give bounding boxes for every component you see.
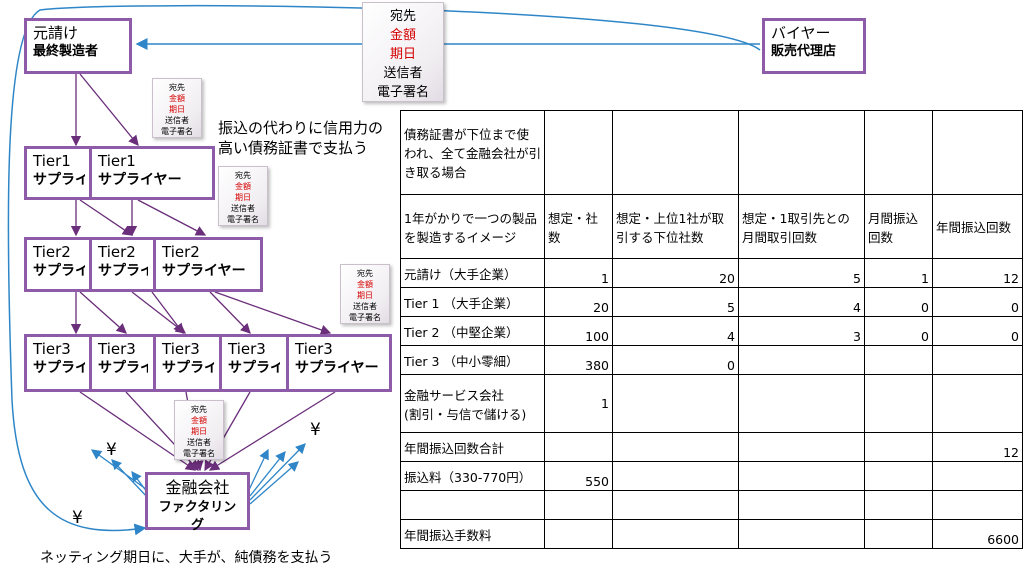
debt-certificate-small-4: 宛先 金額 期日 送信者 電子署名: [174, 400, 224, 460]
finance-company-box: 金融会社 ファクタリング: [145, 472, 250, 533]
table-header-row: 1年がかりで一つの製品を製造するイメージ 想定・社数 想定・上位1社が取引する下…: [400, 194, 1023, 259]
tier3-d-line2: サプライ: [228, 360, 280, 376]
table-caption: 債務証書が下位まで使われ、全て金融会社が引き取る場合: [400, 110, 545, 195]
table-header: 想定・上位1社が取引する下位社数: [612, 194, 739, 259]
debt-certificate-small-3: 宛先 金額 期日 送信者 電子署名: [340, 264, 390, 324]
tier3-c-line2: サプライ: [162, 360, 214, 376]
tier2-c-line2: サプライヤー: [162, 263, 246, 279]
tier1-a-line1: Tier1: [33, 152, 71, 170]
finance-line2: ファクタリング: [158, 500, 237, 533]
doc-signature: 電子署名: [376, 85, 429, 100]
tier2-box-c: Tier2 サプライヤー: [153, 237, 263, 292]
netting-note: ネッティング期日に、大手が、純債務を支払う: [40, 550, 333, 566]
tier3-a-line2: サプライ: [33, 360, 85, 376]
table-caption-row: 債務証書が下位まで使われ、全て金融会社が引き取る場合: [400, 110, 1023, 195]
tier2-box-b: Tier2 サプライ: [89, 237, 157, 292]
tier3-c-line1: Tier3: [162, 340, 200, 358]
doc-due: 期日: [389, 47, 416, 62]
debt-certificate-small-2: 宛先 金額 期日 送信者 電子署名: [218, 166, 268, 226]
table-row: 年間振込回数合計 12: [400, 432, 1023, 462]
buyer-box: バイヤー 販売代理店: [762, 18, 866, 74]
table-row: Tier 2 （中堅企業） 100 4 3 0 0: [400, 316, 1023, 346]
contractor-box: 元請け 最終製造者: [24, 18, 132, 74]
table-row: Tier 3 （中小零細） 380 0: [400, 345, 1023, 375]
table-header: 想定・社数: [544, 194, 613, 259]
tier2-a-line2: サプライ: [33, 263, 85, 279]
payment-loop-arrow: [7, 4, 761, 536]
tier1-b-line1: Tier1: [98, 152, 136, 170]
table-header: 1年がかりで一つの製品を製造するイメージ: [400, 194, 545, 259]
tier1-box-b: Tier1 サプライヤー: [89, 146, 215, 200]
tier3-box-c: Tier3 サプライ: [153, 334, 223, 392]
tier1-a-line2: サプライ: [33, 172, 85, 188]
buyer-line2: 販売代理店: [771, 44, 837, 59]
tier3-d-line1: Tier3: [228, 340, 266, 358]
contractor-line2: 最終製造者: [33, 44, 99, 59]
finance-line1: 金融会社: [165, 478, 230, 497]
tier3-e-line2: サプライヤー: [295, 360, 379, 376]
buyer-line1: バイヤー: [771, 24, 831, 42]
tier2-b-line2: サプライ: [98, 263, 148, 279]
cost-table: 債務証書が下位まで使われ、全て金融会社が引き取る場合 1年がかりで一つの製品を製…: [400, 110, 1023, 549]
doc-sender: 送信者: [383, 66, 423, 81]
table-row: 元請け（大手企業） 1 20 5 1 12: [400, 258, 1023, 288]
tier1-box-a: Tier1 サプライ: [24, 146, 94, 200]
tier3-b-line2: サプライ: [98, 360, 148, 376]
contractor-line1: 元請け: [33, 24, 79, 42]
tier3-box-a: Tier3 サプライ: [24, 334, 94, 392]
tier3-e-line1: Tier3: [295, 340, 333, 358]
tier2-box-a: Tier2 サプライ: [24, 237, 94, 292]
tier3-box-d: Tier3 サプライ: [219, 334, 289, 392]
table-row: [400, 490, 1023, 520]
tier1-b-line2: サプライヤー: [98, 172, 182, 188]
tier2-a-line1: Tier2: [33, 243, 71, 261]
tier3-b-line1: Tier3: [98, 340, 136, 358]
tier2-b-line1: Tier2: [98, 243, 136, 261]
yen-symbol-2: ¥: [310, 420, 321, 440]
tier2-c-line1: Tier2: [162, 243, 200, 261]
credit-note: 振込の代わりに信用力の 高い債務証書で支払う: [218, 119, 384, 157]
tier3-box-e: Tier3 サプライヤー: [286, 334, 392, 392]
table-header: 月間振込回数: [864, 194, 933, 259]
tier3-box-b: Tier3 サプライ: [89, 334, 157, 392]
table-row: 金融サービス会社 (割引・与信で儲ける) 1: [400, 374, 1023, 433]
table-row: 振込料（330-770円） 550: [400, 461, 1023, 491]
yen-symbol-3: ¥: [72, 508, 83, 528]
doc-amount: 金額: [389, 28, 416, 43]
doc-to: 宛先: [389, 9, 416, 24]
table-row: 年間振込手数料 6600: [400, 519, 1023, 549]
debt-certificate-large: 宛先 金額 期日 送信者 電子署名: [362, 2, 444, 102]
table-row: Tier 1 （大手企業） 20 5 4 0 0: [400, 287, 1023, 317]
yen-symbol-1: ¥: [106, 440, 117, 460]
debt-certificate-small-1: 宛先 金額 期日 送信者 電子署名: [152, 78, 202, 138]
table-header: 想定・1取引先との月間取引回数: [738, 194, 865, 259]
tier3-a-line1: Tier3: [33, 340, 71, 358]
table-header: 年間振込回数: [932, 194, 1023, 259]
